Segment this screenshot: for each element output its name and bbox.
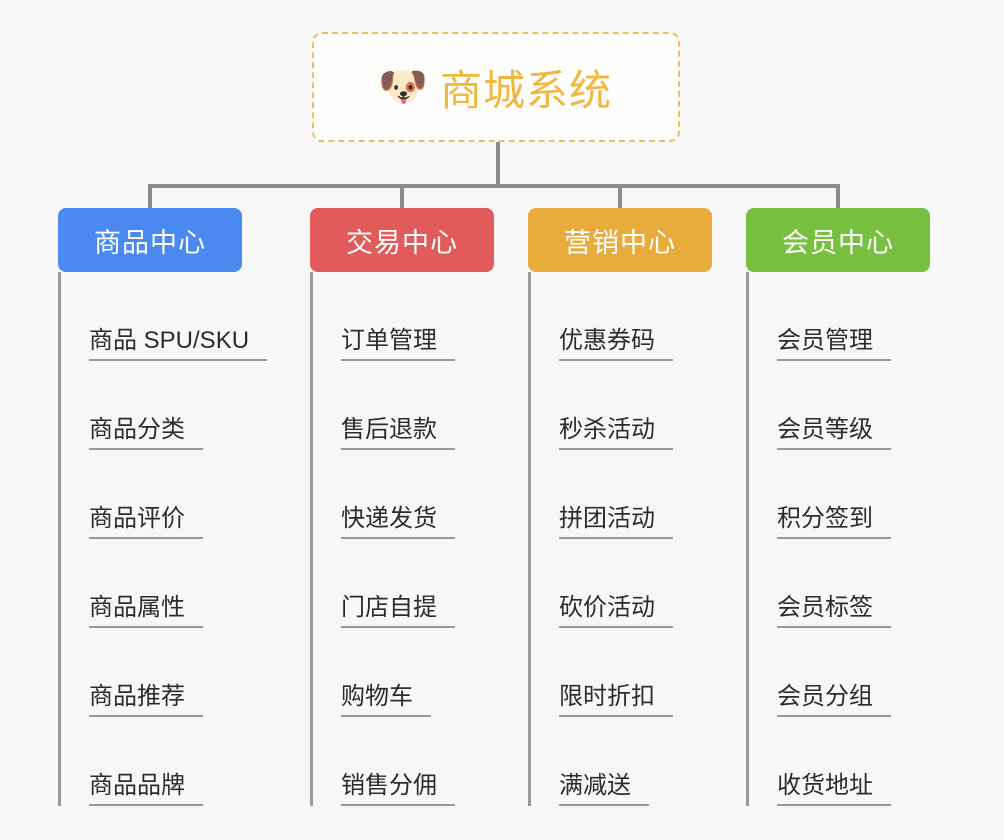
leaf-label: 会员等级	[777, 418, 891, 450]
connector-root-stem	[496, 142, 500, 186]
leaf-item[interactable]: 快递发货	[313, 450, 494, 539]
leaf-list-2: 订单管理 售后退款 快递发货 门店自提 购物车 销售分佣	[310, 272, 494, 806]
leaf-item[interactable]: 满减送	[531, 717, 712, 806]
leaf-item[interactable]: 拼团活动	[531, 450, 712, 539]
connector-drop-2	[400, 184, 404, 208]
leaf-label: 销售分佣	[341, 774, 455, 806]
branch-column-3: 营销中心 优惠券码 秒杀活动 拼团活动 砍价活动 限时折扣 满减送	[528, 208, 712, 806]
root-title: 商城系统	[439, 66, 612, 114]
category-header-2[interactable]: 交易中心	[310, 208, 494, 272]
leaf-item[interactable]: 限时折扣	[531, 628, 712, 717]
leaf-item[interactable]: 优惠券码	[531, 272, 712, 361]
leaf-label: 秒杀活动	[559, 418, 673, 450]
leaf-label: 快递发货	[341, 507, 455, 539]
leaf-item[interactable]: 商品评价	[61, 450, 242, 539]
leaf-item[interactable]: 会员等级	[749, 361, 930, 450]
leaf-item[interactable]: 会员分组	[749, 628, 930, 717]
root-node[interactable]: 🐶 商城系统	[312, 32, 680, 142]
leaf-item[interactable]: 会员标签	[749, 539, 930, 628]
leaf-label: 砍价活动	[559, 596, 673, 628]
connector-drop-1	[148, 184, 152, 208]
leaf-item[interactable]: 订单管理	[313, 272, 494, 361]
leaf-list-3: 优惠券码 秒杀活动 拼团活动 砍价活动 限时折扣 满减送	[528, 272, 712, 806]
leaf-label: 商品 SPU/SKU	[89, 329, 268, 361]
leaf-label: 购物车	[341, 685, 431, 717]
leaf-label: 订单管理	[341, 329, 455, 361]
leaf-label: 会员分组	[777, 685, 891, 717]
leaf-item[interactable]: 收货地址	[749, 717, 930, 806]
category-header-3[interactable]: 营销中心	[528, 208, 712, 272]
shiba-dog-face-icon: 🐶	[378, 65, 428, 109]
branch-column-4: 会员中心 会员管理 会员等级 积分签到 会员标签 会员分组 收货地址	[746, 208, 930, 806]
branch-column-1: 商品中心 商品 SPU/SKU 商品分类 商品评价 商品属性 商品推荐 商品品牌	[58, 208, 268, 806]
leaf-item[interactable]: 秒杀活动	[531, 361, 712, 450]
leaf-label: 商品评价	[89, 507, 203, 539]
leaf-label: 售后退款	[341, 418, 455, 450]
leaf-item[interactable]: 会员管理	[749, 272, 930, 361]
leaf-item[interactable]: 门店自提	[313, 539, 494, 628]
leaf-item[interactable]: 商品品牌	[61, 717, 242, 806]
leaf-item[interactable]: 商品分类	[61, 361, 242, 450]
leaf-item[interactable]: 商品属性	[61, 539, 242, 628]
leaf-item[interactable]: 积分签到	[749, 450, 930, 539]
leaf-label: 积分签到	[777, 507, 891, 539]
leaf-label: 门店自提	[341, 596, 455, 628]
leaf-label: 商品属性	[89, 596, 203, 628]
leaf-label: 限时折扣	[559, 685, 673, 717]
connector-drop-3	[618, 184, 622, 208]
leaf-label: 拼团活动	[559, 507, 673, 539]
leaf-list-1: 商品 SPU/SKU 商品分类 商品评价 商品属性 商品推荐 商品品牌	[58, 272, 268, 806]
leaf-label: 商品品牌	[89, 774, 203, 806]
leaf-label: 会员管理	[777, 329, 891, 361]
leaf-item[interactable]: 购物车	[313, 628, 494, 717]
leaf-item[interactable]: 砍价活动	[531, 539, 712, 628]
leaf-label: 满减送	[559, 774, 649, 806]
leaf-list-4: 会员管理 会员等级 积分签到 会员标签 会员分组 收货地址	[746, 272, 930, 806]
leaf-label: 会员标签	[777, 596, 891, 628]
leaf-item[interactable]: 商品 SPU/SKU	[61, 272, 268, 361]
connector-drop-4	[836, 184, 840, 208]
category-header-1[interactable]: 商品中心	[58, 208, 242, 272]
category-header-4[interactable]: 会员中心	[746, 208, 930, 272]
leaf-label: 优惠券码	[559, 329, 673, 361]
leaf-item[interactable]: 售后退款	[313, 361, 494, 450]
leaf-item[interactable]: 商品推荐	[61, 628, 242, 717]
branch-column-2: 交易中心 订单管理 售后退款 快递发货 门店自提 购物车 销售分佣	[310, 208, 494, 806]
leaf-label: 收货地址	[777, 774, 891, 806]
connector-horizontal-bus	[148, 184, 840, 188]
leaf-label: 商品推荐	[89, 685, 203, 717]
leaf-label: 商品分类	[89, 418, 203, 450]
leaf-item[interactable]: 销售分佣	[313, 717, 494, 806]
